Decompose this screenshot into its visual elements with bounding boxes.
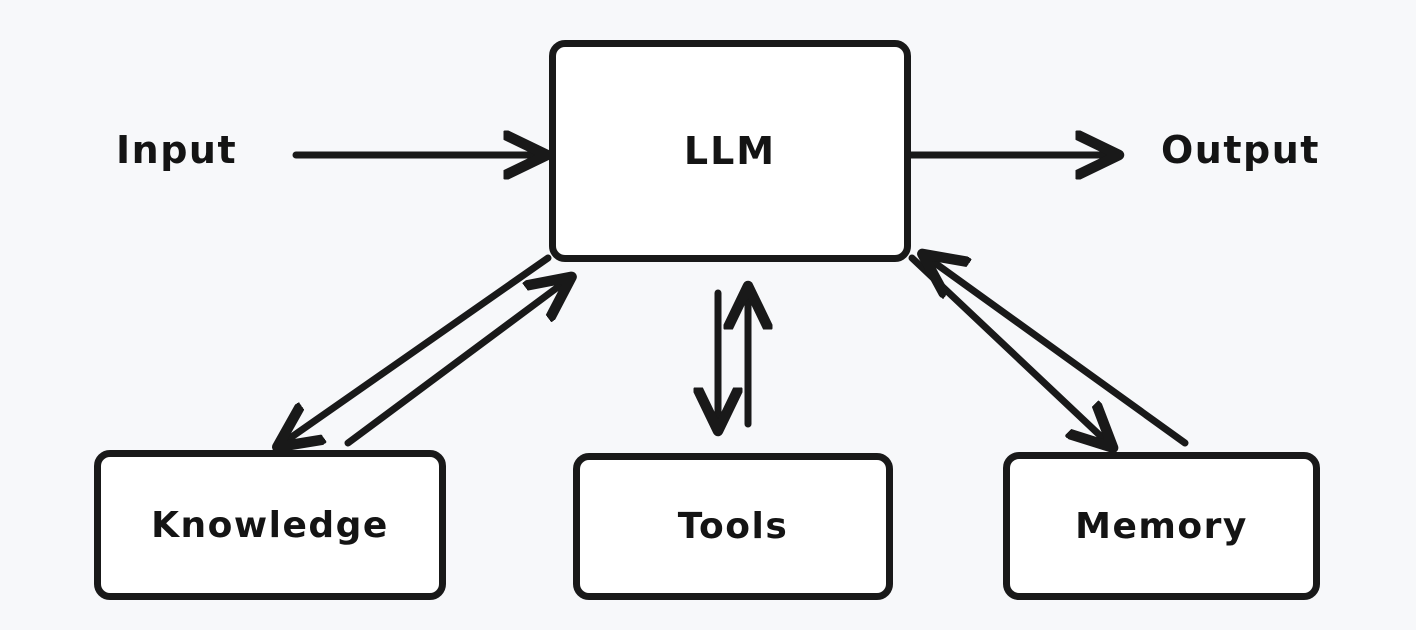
label-input: Input [116,128,238,172]
arrow-llm-to-memory [908,254,1108,443]
node-llm-label: LLM [683,129,777,173]
node-llm[interactable]: LLM [549,40,911,262]
arrow-memory-to-llm [928,258,1189,447]
node-knowledge-label: Knowledge [151,504,389,546]
arrow-knowledge-to-llm [344,281,566,447]
node-tools[interactable]: Tools [573,453,893,600]
node-memory[interactable]: Memory [1003,452,1320,600]
arrow-llm-to-knowledge [283,254,552,443]
node-memory-label: Memory [1075,505,1248,547]
node-knowledge[interactable]: Knowledge [94,450,446,600]
node-tools-label: Tools [677,506,789,547]
label-output: Output [1161,128,1320,172]
